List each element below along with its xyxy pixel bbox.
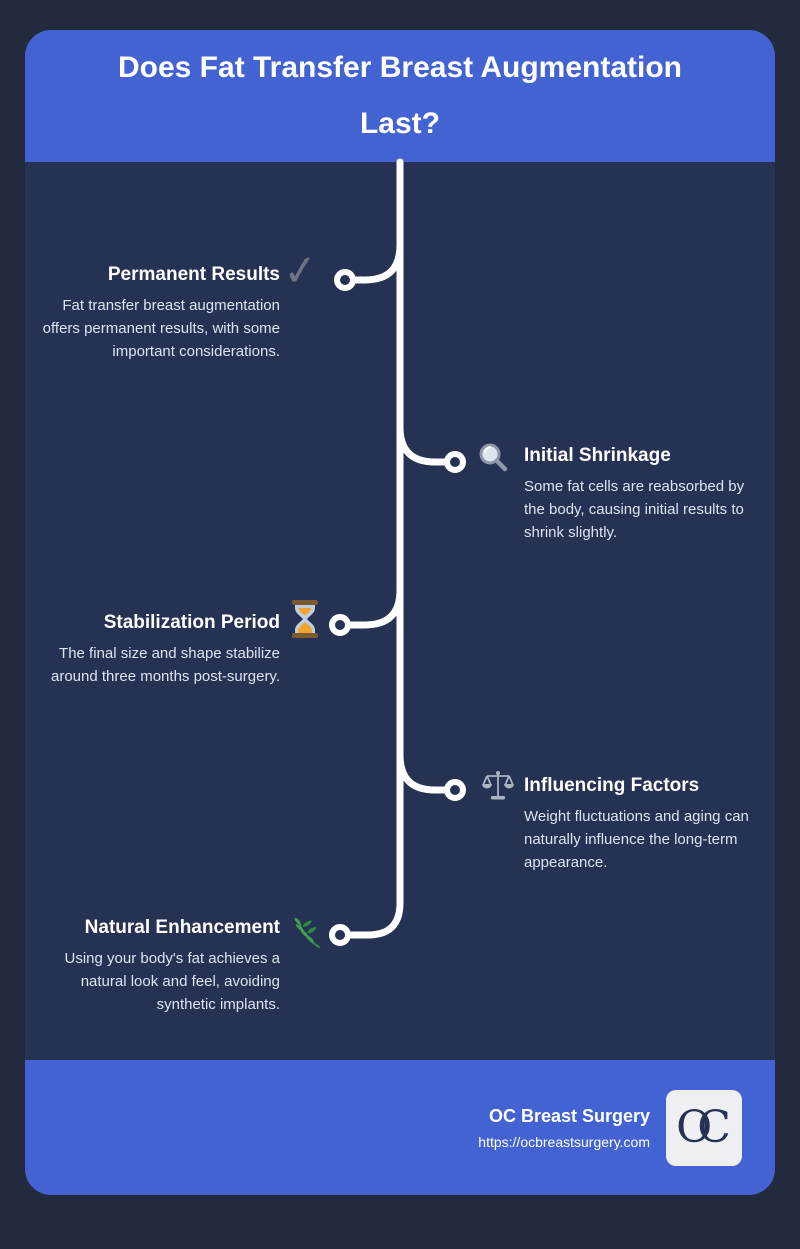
scale-icon [481,769,515,803]
magnifier-icon [477,441,509,473]
item-title: Influencing Factors [524,775,700,796]
item-title: Initial Shrinkage [524,445,671,466]
page-title: Does Fat Transfer Breast Augmentation La… [117,51,682,140]
item-body: Some fat cells are reabsorbed by the bod… [524,478,745,541]
item-body: Using your body's fat achieves a natural… [64,950,280,1013]
hourglass-icon [289,600,321,638]
item-body: Weight fluctuations and aging can natura… [524,808,749,871]
timeline-branch-1 [352,241,404,284]
item-title: Natural Enhancement [84,917,280,938]
timeline-branch-2 [396,423,448,466]
footer-text-block: OC Breast Surgery https://ocbreastsurger… [478,1106,650,1150]
timeline-item-natural-enhancement: Natural Enhancement Using your body's fa… [30,915,280,1016]
brand-url: https://ocbreastsurgery.com [478,1133,650,1150]
timeline-node-dot-5 [329,924,351,946]
timeline-node-dot-1 [334,269,356,291]
timeline-spine [348,158,404,939]
logo-monogram: OC [676,1102,731,1153]
footer-band: OC Breast Surgery https://ocbreastsurger… [25,1060,775,1195]
timeline-node-dot-2 [444,451,466,473]
item-body: Fat transfer breast augmentation offers … [42,297,280,360]
header-band: Does Fat Transfer Breast Augmentation La… [25,30,775,162]
timeline-node-dot-3 [329,614,351,636]
timeline-item-influencing-factors: Influencing Factors Weight fluctuations … [524,773,770,874]
timeline-item-permanent-results: Permanent Results Fat transfer breast au… [28,262,280,363]
timeline-branch-4 [396,751,448,794]
timeline-item-initial-shrinkage: Initial Shrinkage Some fat cells are rea… [524,443,768,544]
item-body: The final size and shape stabilize aroun… [50,645,280,685]
timeline-node-dot-4 [444,779,466,801]
timeline-branch-3 [347,586,404,629]
item-title: Stabilization Period [103,612,280,633]
check-icon: ✓ [280,244,321,297]
timeline-item-stabilization-period: Stabilization Period The final size and … [30,610,280,688]
brand-logo: OC [666,1089,742,1166]
herb-icon [291,917,325,951]
brand-name: OC Breast Surgery [488,1105,650,1126]
item-title: Permanent Results [107,264,280,285]
